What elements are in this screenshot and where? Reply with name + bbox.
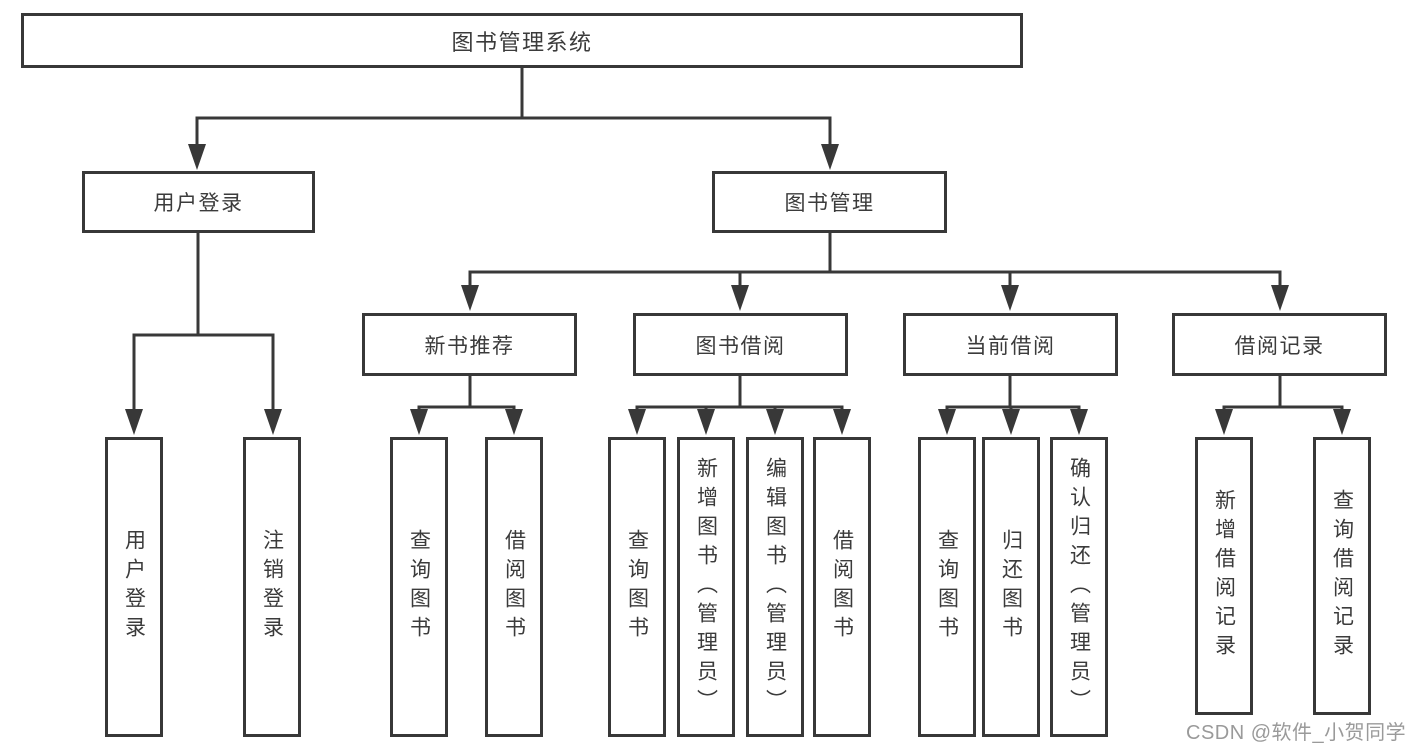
node-book-management: 图书管理 <box>712 171 947 233</box>
leaf-confirm-return-admin: 确认归还（管理员） <box>1050 437 1108 737</box>
leaf-edit-books-admin: 编辑图书（管理员） <box>746 437 804 737</box>
node-current-borrowing: 当前借阅 <box>903 313 1118 376</box>
node-book-borrowing: 图书借阅 <box>633 313 848 376</box>
node-library-management-system: 图书管理系统 <box>21 13 1023 68</box>
node-borrowing-records: 借阅记录 <box>1172 313 1387 376</box>
leaf-logout: 注销登录 <box>243 437 301 737</box>
leaf-query-borrow-record: 查询借阅记录 <box>1313 437 1371 715</box>
leaf-query-books-current: 查询图书 <box>918 437 976 737</box>
leaf-return-books: 归还图书 <box>982 437 1040 737</box>
leaf-add-borrow-record: 新增借阅记录 <box>1195 437 1253 715</box>
leaf-borrow-books-borrowing: 借阅图书 <box>813 437 871 737</box>
watermark: CSDN @软件_小贺同学 <box>1186 722 1405 744</box>
leaf-add-books-admin: 新增图书（管理员） <box>677 437 735 737</box>
node-new-book-recommendation: 新书推荐 <box>362 313 577 376</box>
node-user-login: 用户登录 <box>82 171 315 233</box>
leaf-query-books-recommend: 查询图书 <box>390 437 448 737</box>
leaf-borrow-books-recommend: 借阅图书 <box>485 437 543 737</box>
leaf-query-books-borrowing: 查询图书 <box>608 437 666 737</box>
leaf-user-login: 用户登录 <box>105 437 163 737</box>
